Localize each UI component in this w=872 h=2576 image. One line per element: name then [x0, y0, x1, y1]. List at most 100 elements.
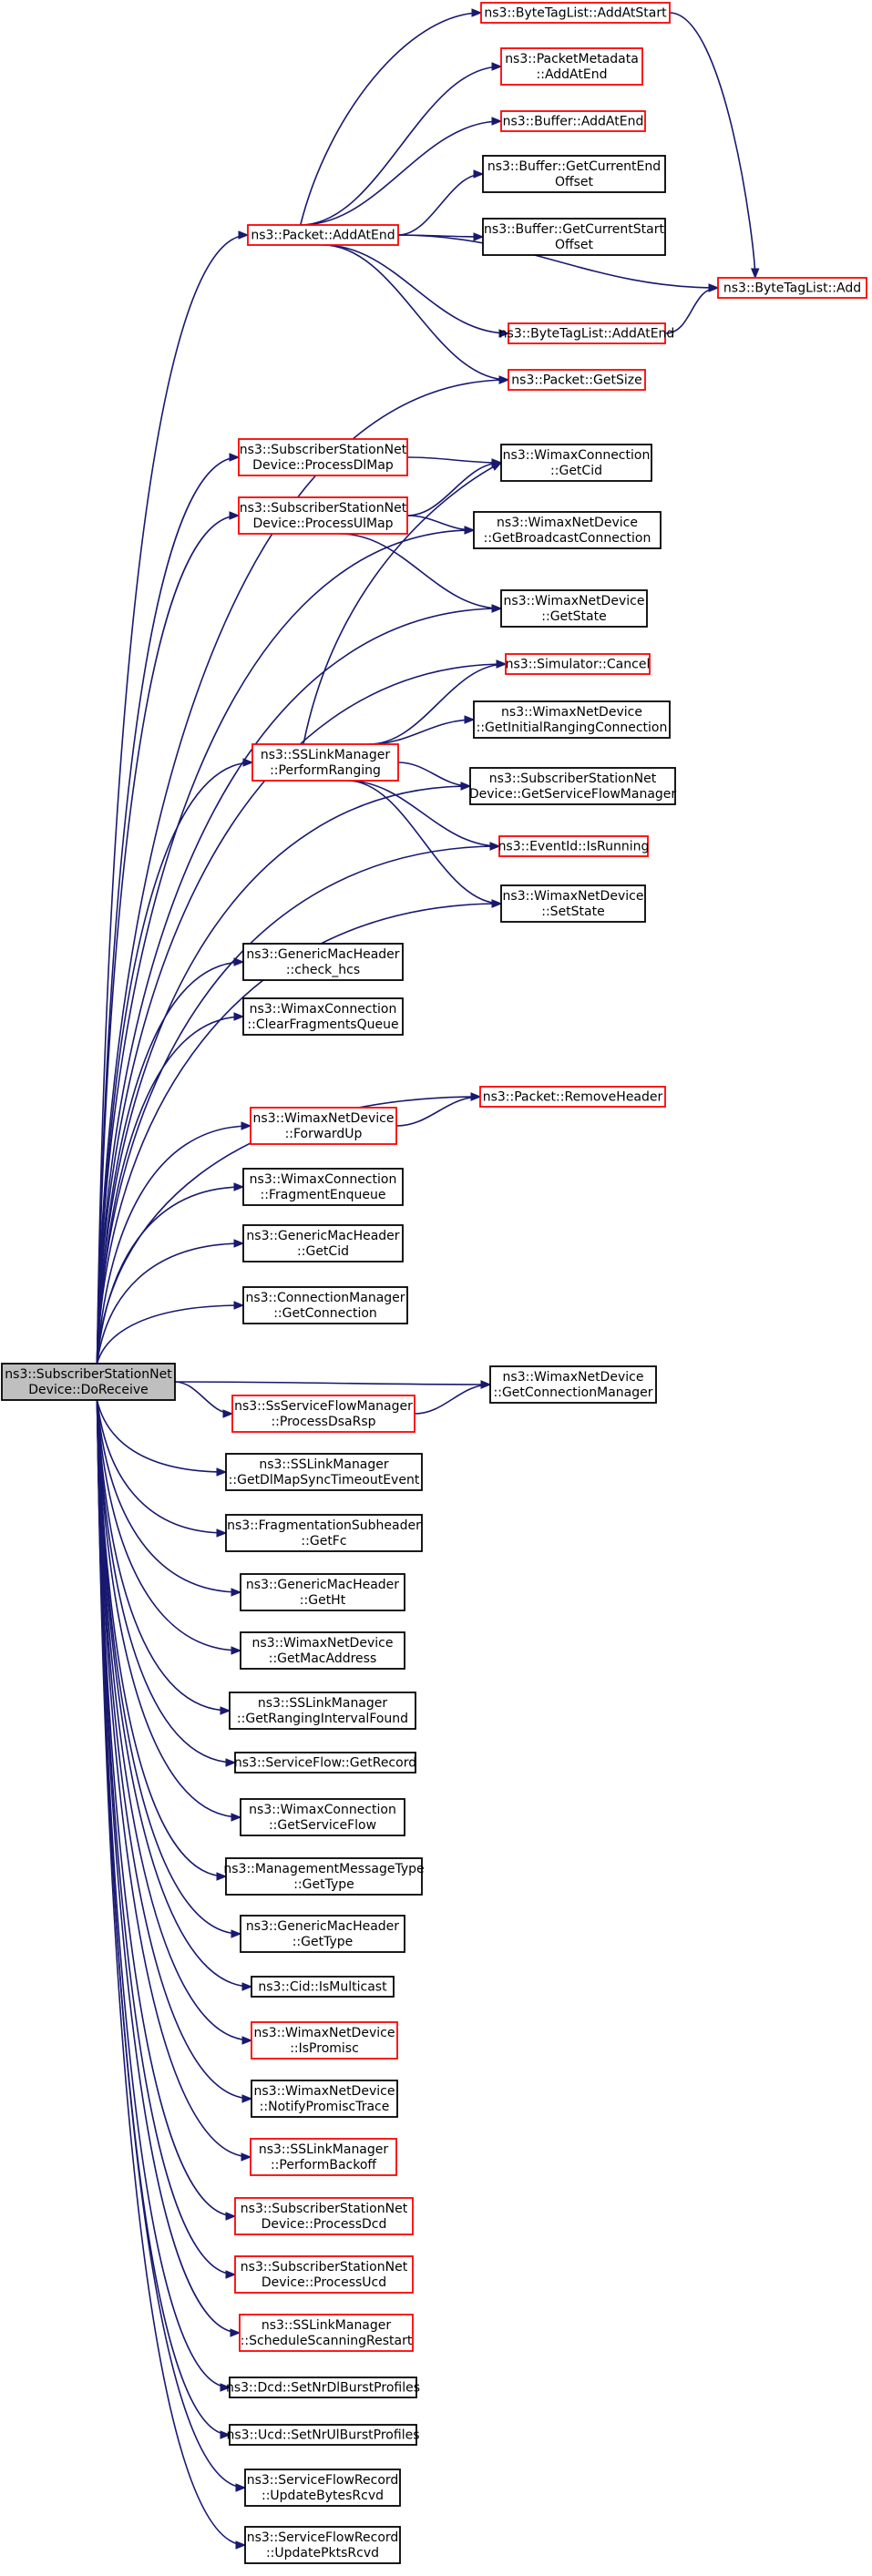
node-wimaxnetdevice-notifypromisctrace: ns3::WimaxNetDevice::NotifyPromiscTrace [251, 2080, 398, 2118]
edge-arrowhead [460, 782, 472, 791]
edge-arrowhead [751, 268, 760, 280]
node-buffer-addatend[interactable]: ns3::Buffer::AddAtEnd [500, 110, 646, 132]
node-label-line: ns3::GenericMacHeader [246, 947, 399, 962]
node-wimaxnetdevice-forwardup[interactable]: ns3::WimaxNetDevice::ForwardUp [250, 1107, 397, 1145]
edge-root-n44 [96, 1399, 237, 2279]
edge-root-n22 [96, 1012, 245, 1365]
edge-path [300, 66, 502, 226]
edge-path [397, 762, 471, 787]
edge-n6-n8 [323, 244, 510, 338]
node-packet-removeheader[interactable]: ns3::Packet::RemoveHeader [479, 1086, 666, 1108]
node-wimaxnetdevice-getconnectionmanager: ns3::WimaxNetDevice::GetConnectionManage… [489, 1365, 657, 1404]
edge-arrowhead [708, 283, 720, 292]
edge-n1-n7 [669, 12, 760, 280]
edge-arrowhead [491, 117, 503, 126]
edge-arrowhead [225, 2270, 237, 2279]
node-label-line: ns3::WimaxNetDevice [253, 1111, 395, 1126]
edge-path [96, 785, 471, 1365]
node-ssserviceflowmanager-processdsarsp[interactable]: ns3::SsServiceFlowManager::ProcessDsaRsp [231, 1395, 415, 1433]
edge-n17-n20 [346, 780, 503, 908]
edge-path [96, 961, 244, 1365]
node-subscriberstationnetdevice-processucd[interactable]: ns3::SubscriberStationNetDevice::Process… [234, 2255, 414, 2294]
edge-arrowhead [233, 1301, 245, 1310]
call-edges [96, 8, 760, 2550]
node-label-line: ns3::SSLinkManager [259, 1457, 389, 1472]
edge-arrowhead [464, 526, 476, 535]
node-subscriberstationnetdevice-processdlmap[interactable]: ns3::SubscriberStationNetDevice::Process… [238, 438, 408, 476]
node-packetmetadata-addatend[interactable]: ns3::PacketMetadata::AddAtEnd [500, 47, 643, 86]
node-label-line: ns3::WimaxNetDevice [254, 2026, 395, 2040]
node-label-line: ns3::Packet::AddAtEnd [251, 229, 395, 243]
node-connectionmanager-getconnection: ns3::ConnectionManager::GetConnection [242, 1286, 408, 1324]
node-box [229, 2377, 417, 2398]
node-box [231, 1395, 415, 1433]
node-wimaxnetdevice-ispromisc[interactable]: ns3::WimaxNetDevice::IsPromisc [251, 2021, 398, 2060]
node-sslinkmanager-schedulescanningrestart[interactable]: ns3::SSLinkManager::ScheduleScanningRest… [239, 2314, 414, 2352]
node-bytetaglist-addatstart[interactable]: ns3::ByteTagList::AddAtStart [480, 2, 671, 24]
edge-arrowhead [235, 2540, 247, 2550]
edge-path [174, 1381, 491, 1385]
edge-root-n34 [96, 1399, 231, 1715]
node-label-line: ns3::Buffer::GetCurrentEnd [487, 159, 661, 174]
node-label-line: ns3::SubscriberStationNet [5, 1367, 172, 1382]
node-subscriberstationnetdevice-doreceive[interactable]: ns3::SubscriberStationNetDevice::DoRecei… [1, 1363, 176, 1401]
edge-n17-n18 [397, 762, 472, 791]
node-serviceflow-getrecord: ns3::ServiceFlow::GetRecord [234, 1752, 416, 1774]
node-cid-ismulticast: ns3::Cid::IsMulticast [251, 1976, 395, 1998]
node-packet-getsize[interactable]: ns3::Packet::GetSize [508, 369, 646, 391]
edge-arrowhead [491, 604, 503, 613]
node-box [489, 1365, 657, 1404]
edge-path [368, 719, 475, 745]
node-sslinkmanager-performranging[interactable]: ns3::SSLinkManager::PerformRanging [251, 743, 399, 782]
edge-root-n29 [174, 1381, 234, 1418]
node-sslinkmanager-getrangingintervalfound: ns3::SSLinkManager::GetRangingIntervalFo… [229, 1692, 416, 1730]
edge-path [96, 456, 240, 1365]
node-simulator-cancel[interactable]: ns3::Simulator::Cancel [505, 653, 651, 675]
node-box [225, 1857, 423, 1896]
edge-n8-n7 [664, 283, 720, 334]
edge-root-n6 [96, 230, 250, 1365]
node-box [500, 47, 643, 86]
edge-root-n43 [96, 1399, 237, 2221]
node-subscriberstationnetdevice-processdcd[interactable]: ns3::SubscriberStationNetDevice::Process… [234, 2197, 414, 2235]
node-label-line: ns3::ManagementMessageType [223, 1862, 424, 1876]
node-sslinkmanager-performbackoff[interactable]: ns3::SSLinkManager::PerformBackoff [250, 2138, 397, 2176]
edge-path [96, 1016, 244, 1365]
node-bytetaglist-add[interactable]: ns3::ByteTagList::Add [717, 277, 867, 299]
node-box [508, 322, 666, 344]
node-label-line: ns3::ServiceFlowRecord [247, 2473, 399, 2488]
edge-root-n36 [96, 1399, 242, 1822]
edge-arrowhead [220, 2430, 231, 2439]
node-box [498, 835, 649, 857]
edge-root-n25 [96, 1182, 245, 1365]
node-label-line: ::GetType [293, 1877, 354, 1892]
edge-root-n45 [96, 1399, 241, 2337]
edge-arrowhead [470, 1092, 482, 1101]
edge-root-n19 [96, 842, 501, 1365]
edge-arrowhead [220, 1706, 231, 1715]
node-label-line: ::GetCid [297, 1244, 349, 1259]
edge-n12-n14 [339, 533, 503, 613]
node-label-line: ns3::SSLinkManager [259, 2142, 389, 2157]
node-box [500, 110, 646, 132]
node-box [500, 589, 648, 628]
node-box [244, 2526, 401, 2564]
node-bytetaglist-addatend[interactable]: ns3::ByteTagList::AddAtEnd [499, 322, 675, 344]
node-packet-addatend[interactable]: ns3::Packet::AddAtEnd [247, 224, 399, 246]
edge-root-n32 [96, 1399, 242, 1597]
node-label-line: ns3::Buffer::AddAtEnd [503, 115, 644, 129]
node-subscriberstationnetdevice-processulmap[interactable]: ns3::SubscriberStationNetDevice::Process… [238, 496, 408, 535]
edge-root-n33 [96, 1399, 242, 1655]
edge-n6-n2 [300, 62, 503, 226]
node-label-line: ::GetRangingIntervalFound [237, 1712, 408, 1726]
edge-arrowhead [233, 1239, 245, 1248]
node-label-line: ns3::GenericMacHeader [246, 1578, 399, 1592]
node-wimaxnetdevice-getmacaddress: ns3::WimaxNetDevice::GetMacAddress [240, 1631, 405, 1670]
node-label-line: ns3::SubscriberStationNet [241, 2260, 408, 2274]
node-box [242, 1168, 404, 1206]
edge-arrowhead [231, 1588, 242, 1597]
node-box [508, 369, 646, 391]
node-label-line: Device::ProcessDcd [262, 2217, 387, 2232]
node-eventid-isrunning[interactable]: ns3::EventId::IsRunning [498, 835, 650, 857]
